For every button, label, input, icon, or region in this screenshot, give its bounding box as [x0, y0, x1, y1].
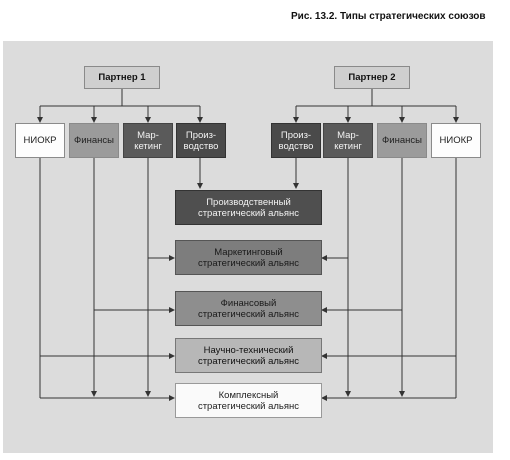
right-niokr-box: НИОКР [431, 123, 481, 158]
left-niokr-label: НИОКР [23, 135, 57, 146]
production-alliance-box: Производственный стратегический альянс [175, 190, 322, 225]
finance-alliance-label: Финансовый стратегический альянс [197, 297, 300, 320]
right-niokr-label: НИОКР [439, 135, 473, 146]
complex-alliance-box: Комплексный стратегический альянс [175, 383, 322, 418]
left-finance-box: Финансы [69, 123, 119, 158]
left-niokr-box: НИОКР [15, 123, 65, 158]
right-production-box: Произ- водство [271, 123, 321, 158]
production-alliance-label: Производственный стратегический альянс [197, 196, 300, 219]
left-production-box: Произ- водство [176, 123, 226, 158]
right-production-label: Произ- водство [278, 129, 314, 152]
partner-2-label: Партнер 2 [348, 72, 396, 83]
right-marketing-label: Мар- кетинг [334, 129, 362, 152]
scitech-alliance-label: Научно-технический стратегический альянс [197, 344, 300, 367]
marketing-alliance-box: Маркетинговый стратегический альянс [175, 240, 322, 275]
left-marketing-box: Мар- кетинг [123, 123, 173, 158]
partner-1-label: Партнер 1 [98, 72, 146, 83]
right-finance-label: Финансы [382, 135, 422, 146]
complex-alliance-label: Комплексный стратегический альянс [197, 389, 300, 412]
marketing-alliance-label: Маркетинговый стратегический альянс [197, 246, 300, 269]
left-production-label: Произ- водство [183, 129, 219, 152]
right-finance-box: Финансы [377, 123, 427, 158]
right-marketing-box: Мар- кетинг [323, 123, 373, 158]
partner-1-box: Партнер 1 [84, 66, 160, 89]
left-marketing-label: Мар- кетинг [134, 129, 162, 152]
finance-alliance-box: Финансовый стратегический альянс [175, 291, 322, 326]
left-finance-label: Финансы [74, 135, 114, 146]
scitech-alliance-box: Научно-технический стратегический альянс [175, 338, 322, 373]
partner-2-box: Партнер 2 [334, 66, 410, 89]
figure-caption: Рис. 13.2. Типы стратегических союзов [291, 11, 486, 22]
